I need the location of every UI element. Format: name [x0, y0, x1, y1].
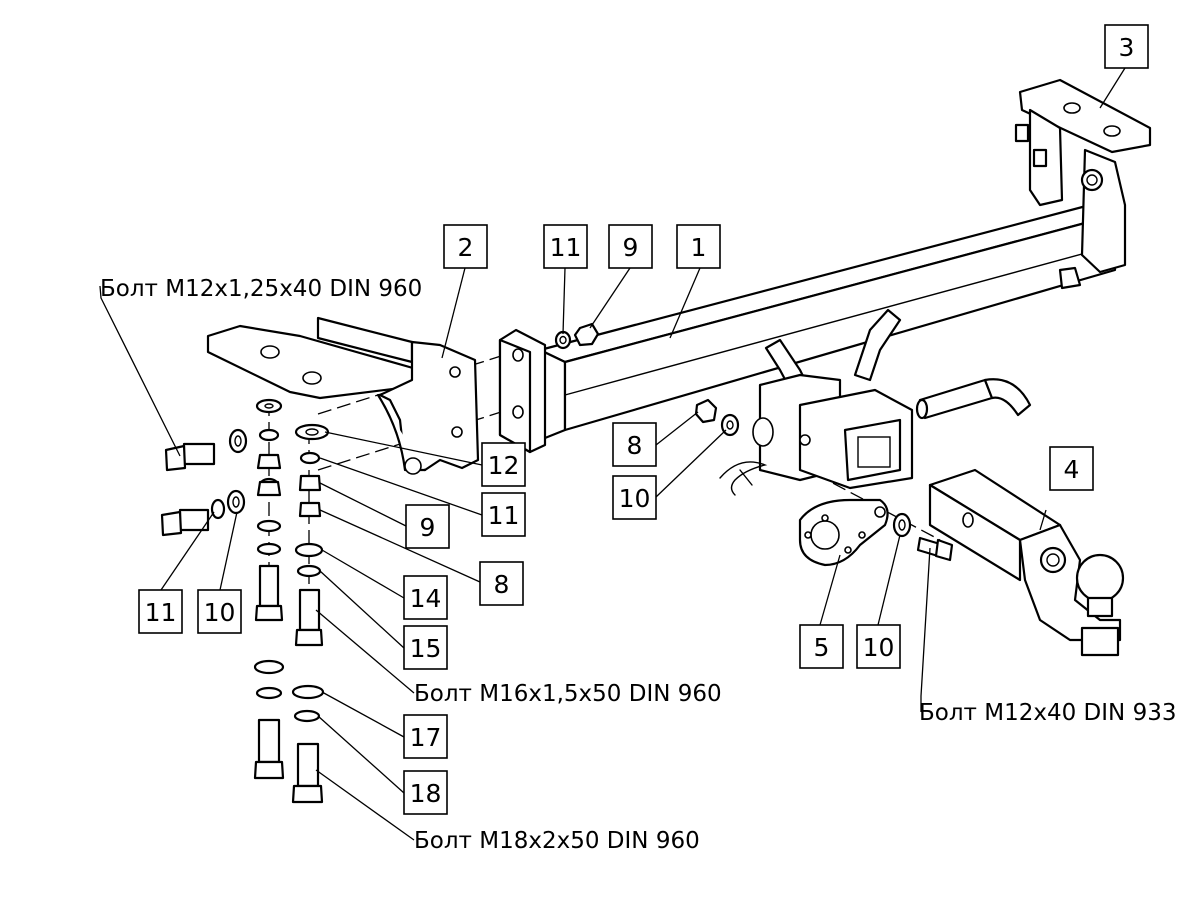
callout-10-right: 10 — [856, 624, 901, 669]
callout-12: 12 — [481, 442, 526, 487]
hitch-pin — [915, 378, 1032, 420]
fastener-stack-right — [291, 423, 330, 804]
callout-17-number: 17 — [410, 723, 442, 752]
callout-14: 14 — [403, 575, 448, 620]
right-bracket — [1014, 78, 1152, 290]
beam-end-flange — [498, 328, 547, 454]
socket-plate — [798, 498, 889, 567]
hairpin-clip — [719, 461, 768, 496]
callout-8-mid: 8 — [479, 561, 524, 606]
callout-11-top-number: 11 — [550, 233, 582, 262]
callout-18: 18 — [403, 770, 448, 815]
callout-5: 5 — [799, 624, 844, 669]
callout-11-right: 11 — [481, 492, 526, 537]
callout-10-center: 10 — [612, 475, 657, 520]
fastener-stack-left — [253, 398, 285, 780]
callout-11-top: 11 — [543, 224, 588, 269]
bolt-label-m16x1-5x50: Болт М16x1,5x50 DIN 960 — [414, 681, 722, 707]
callout-14-number: 14 — [410, 584, 442, 613]
bolt-label-m18x2x50: Болт М18x2x50 DIN 960 — [414, 828, 700, 854]
ball-mount — [928, 468, 1125, 657]
callout-11-left: 11 — [138, 589, 183, 634]
callout-4: 4 — [1049, 446, 1094, 491]
callout-18-number: 18 — [410, 779, 442, 808]
callout-15: 15 — [403, 625, 448, 670]
receiver-washer-nut — [694, 398, 740, 437]
callout-3-number: 3 — [1119, 33, 1135, 62]
callout-1-number: 1 — [691, 233, 707, 262]
callout-9-mid-number: 9 — [420, 513, 436, 542]
callout-11-left-number: 11 — [145, 598, 177, 627]
m12-bolt-upper — [164, 428, 248, 472]
callout-1: 1 — [676, 224, 721, 269]
callout-11-right-number: 11 — [488, 501, 520, 530]
callout-12-number: 12 — [488, 451, 520, 480]
callout-10-left: 10 — [197, 589, 242, 634]
crossbar-beam — [538, 203, 1117, 442]
callout-9-top-number: 9 — [623, 233, 639, 262]
callout-10-right-number: 10 — [863, 633, 895, 662]
callout-8-center-number: 8 — [627, 431, 643, 460]
callout-17: 17 — [403, 714, 448, 759]
bolt-label-m12x40-din933: Болт М12x40 DIN 933 — [919, 700, 1176, 726]
leader-lines — [99, 67, 1126, 841]
left-bracket — [206, 316, 480, 475]
callout-9-top: 9 — [608, 224, 653, 269]
socket-washer-and-bolt — [892, 512, 954, 562]
callout-8-mid-number: 8 — [494, 570, 510, 599]
callout-2-number: 2 — [458, 233, 474, 262]
m12-bolt-lower — [160, 489, 246, 537]
callout-15-number: 15 — [410, 634, 442, 663]
callout-5-number: 5 — [814, 633, 830, 662]
callout-10-left-number: 10 — [204, 598, 236, 627]
callout-9-mid: 9 — [405, 504, 450, 549]
callout-10-center-number: 10 — [619, 484, 651, 513]
beam-washer-nut — [554, 322, 600, 350]
callout-8-center: 8 — [612, 422, 657, 467]
bolt-label-m12x1-25x40: Болт М12x1,25x40 DIN 960 — [100, 276, 422, 302]
callout-4-number: 4 — [1064, 455, 1080, 484]
hitch-receiver — [752, 308, 914, 490]
callout-3: 3 — [1104, 24, 1149, 69]
callout-2: 2 — [443, 224, 488, 269]
